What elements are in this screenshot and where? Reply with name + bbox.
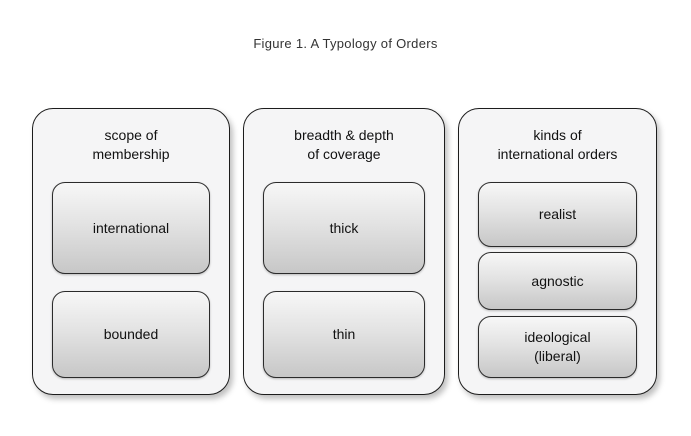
- box-ideological-liberal: ideological (liberal): [478, 316, 637, 378]
- box-thick: thick: [263, 182, 425, 274]
- box-thin: thin: [263, 291, 425, 378]
- box-bounded: bounded: [52, 291, 210, 378]
- panel-title-scope-of-membership: scope of membership: [92, 127, 170, 162]
- box-agnostic: agnostic: [478, 252, 637, 310]
- box-label-ideological-liberal: ideological (liberal): [524, 329, 591, 364]
- box-realist: realist: [478, 182, 637, 247]
- panel-scope-of-membership: scope of membership international bounde…: [32, 108, 230, 395]
- panel-title-breadth-depth-of-coverage: breadth & depth of coverage: [294, 127, 394, 162]
- box-label-international: international: [92, 219, 170, 236]
- panel-kinds-of-international-orders: kinds of international orders realist ag…: [458, 108, 657, 395]
- box-label-thick: thick: [329, 219, 359, 236]
- figure-caption: Figure 1. A Typology of Orders: [253, 36, 438, 51]
- box-label-realist: realist: [538, 206, 577, 222]
- panel-breadth-depth-of-coverage: breadth & depth of coverage thick thin: [243, 108, 445, 395]
- box-label-thin: thin: [332, 326, 356, 342]
- box-label-bounded: bounded: [103, 326, 159, 342]
- box-label-agnostic: agnostic: [531, 272, 584, 289]
- panel-title-kinds-of-international-orders: kinds of international orders: [497, 127, 618, 162]
- box-international: international: [52, 182, 210, 274]
